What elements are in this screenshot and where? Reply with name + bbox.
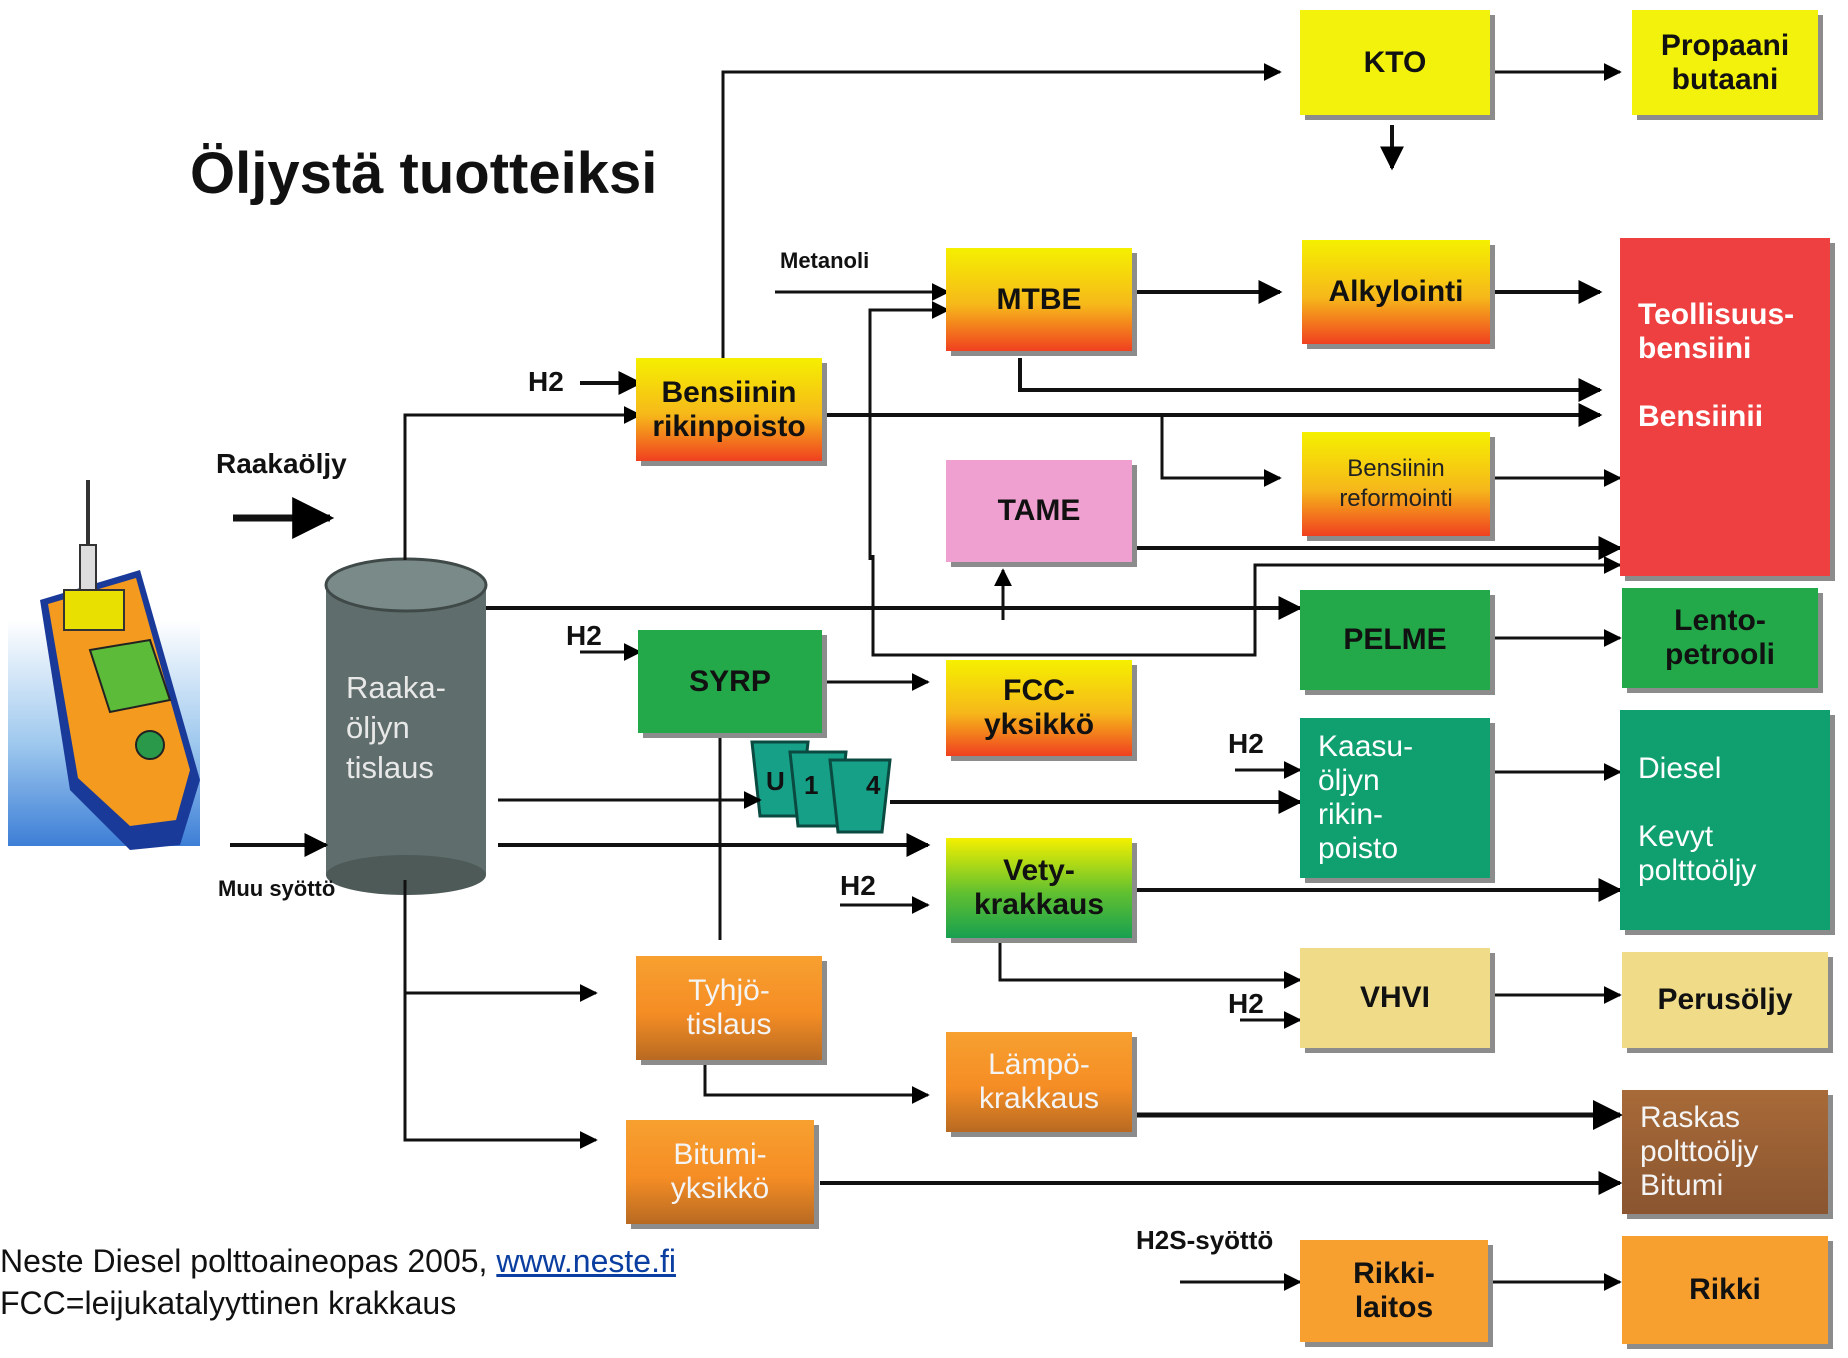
diesel-product: Diesel Kevyt polttoöljy [1620,710,1830,930]
sulfur-product: Rikki [1622,1236,1828,1344]
gasoil-desulfurization-unit: Kaasu- öljyn rikin- poisto [1300,718,1490,878]
h2-label-syrp: H2 [566,620,602,651]
base-oil-product: Perusöljy [1622,952,1828,1048]
flow-lines [230,63,1623,1291]
crude-distillation-tank [324,557,488,895]
small-tank-label-u: U [766,766,785,796]
ship-illustration [8,480,200,850]
tame-unit: TAME [946,460,1132,562]
gasoline-desulfurization-unit: Bensiinin rikinpoisto [636,358,822,461]
methanol-label: Metanoli [780,248,870,273]
crude-oil-label: Raakaöljy [216,448,347,479]
small-tank-label-1: 1 [804,770,819,800]
source-link[interactable]: www.neste.fi [496,1243,676,1279]
h2-label-hydrocracking: H2 [840,870,876,901]
vhvi-unit: VHVI [1300,948,1490,1048]
propane-butane-product: Propaani butaani [1632,10,1818,115]
h2-label-vhvi: H2 [1228,988,1264,1019]
vacuum-distillation-unit: Tyhjö- tislaus [636,956,822,1060]
small-tank-label-4: 4 [866,770,881,800]
other-feed-label: Muu syöttö [218,876,336,901]
fcc-unit: FCC- yksikkö [946,660,1132,756]
fcc-note: FCC=leijukatalyyttinen krakkaus [0,1285,457,1321]
jet-fuel-product: Lento- petrooli [1622,588,1818,688]
gasoline-product: Teollisuus- bensiini Bensiinii [1620,238,1830,576]
thermal-cracking-unit: Lämpö- krakkaus [946,1032,1132,1132]
h2-label-gasoil: H2 [1228,728,1264,759]
crude-distillation-label: Raaka- öljyn tislaus [346,670,446,785]
source-note: Neste Diesel polttoaineopas 2005, www.ne… [0,1240,676,1324]
bitumen-unit: Bitumi- yksikkö [626,1120,814,1224]
hydrocracking-unit: Vety- krakkaus [946,838,1132,938]
page-title: Öljystä tuotteiksi [190,141,658,206]
kto-unit: KTO [1300,10,1490,115]
pelme-unit: PELME [1300,590,1490,690]
source-text: Neste Diesel polttoaineopas 2005, [0,1243,497,1279]
h2-label-desulf: H2 [528,366,564,397]
sulfur-plant-unit: Rikki- laitos [1300,1240,1488,1342]
syrp-unit: SYRP [638,630,822,733]
heavy-fuel-product: Raskas polttoöljy Bitumi [1622,1090,1828,1214]
alkylation-unit: Alkylointi [1302,240,1490,344]
reforming-unit: Bensiinin reformointi [1302,432,1490,536]
mtbe-unit: MTBE [946,248,1132,351]
h2s-feed-label: H2S-syöttö [1136,1225,1274,1255]
